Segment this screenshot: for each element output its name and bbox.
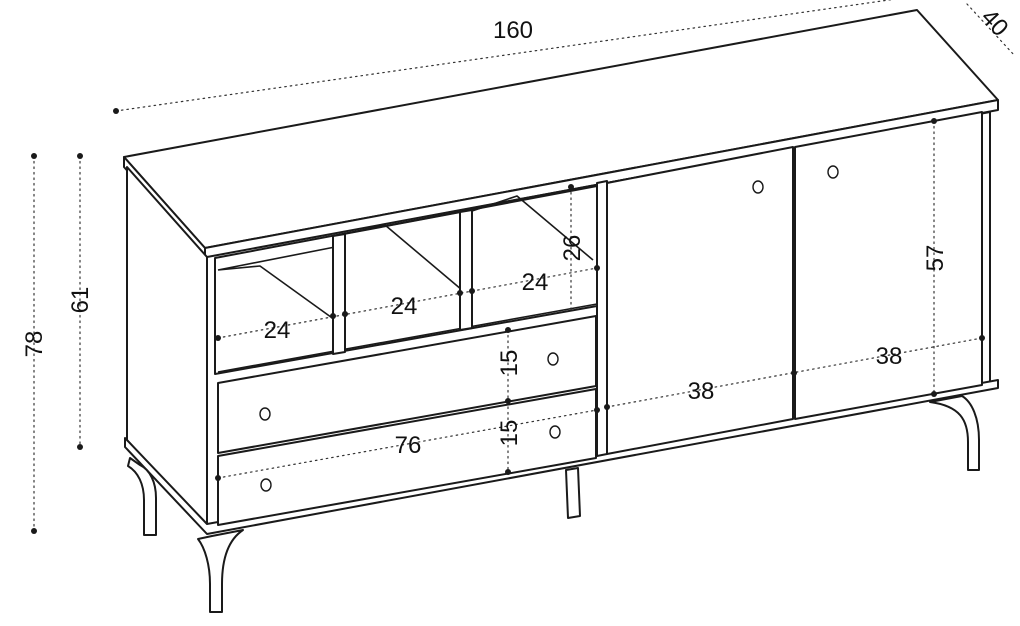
door-width-label-1: 38 <box>688 378 715 405</box>
shelf-width-endpoint-3 <box>342 311 348 317</box>
depth-label: 40 <box>976 4 1014 42</box>
shelf-width-endpoint-6 <box>594 265 600 271</box>
drawer-height-label-2: 15 <box>496 420 523 447</box>
drawer-lower-knob-left <box>260 478 272 492</box>
door-width-endpoint-1 <box>604 404 610 410</box>
width-label: 160 <box>493 17 533 44</box>
drawer-height-label-1: 15 <box>496 350 523 377</box>
total-height-endpoint-top <box>31 153 37 159</box>
leg-mid <box>565 467 581 519</box>
door-height-endpoint-top <box>931 118 937 124</box>
door-width-endpoint-2 <box>791 370 797 376</box>
door-width-label-2: 38 <box>876 343 903 370</box>
width-dimension-endpoint <box>113 108 119 114</box>
drawer-upper-knob-right <box>547 352 559 366</box>
drawer-lower <box>217 388 597 526</box>
door-height-endpoint-bottom <box>931 391 937 397</box>
center-partition <box>596 180 608 457</box>
shelf-width-endpoint-5 <box>469 288 475 294</box>
shelf-height-label: 26 <box>559 235 586 262</box>
drawer-width-endpoint-left <box>215 475 221 481</box>
leg-back-left <box>127 457 157 536</box>
depth-dimension-line <box>966 3 1016 57</box>
drawer-upper-knob-left <box>259 407 271 421</box>
door-left-knob <box>752 180 764 194</box>
body-height-endpoint-top <box>77 153 83 159</box>
shelf-width-endpoint-4 <box>457 290 463 296</box>
shelf-width-label-3: 24 <box>522 269 549 296</box>
drawer-height-endpoint-1 <box>505 327 511 333</box>
leg-front-left <box>197 529 244 613</box>
shelf-back-edges <box>217 195 594 321</box>
dimension-lines <box>31 0 1016 534</box>
body-height-label: 61 <box>67 287 94 314</box>
drawer-width-dimension-line <box>217 409 598 479</box>
shelf-width-endpoint-1 <box>215 335 221 341</box>
shelf-divider-1 <box>332 233 346 355</box>
drawer-height-endpoint-3 <box>505 469 511 475</box>
sideboard-drawing <box>123 9 999 613</box>
door-right <box>794 111 983 420</box>
dimension-labels: 160 40 78 61 57 26 24 24 24 15 15 76 38 … <box>21 4 1013 459</box>
door-height-label: 57 <box>922 245 949 272</box>
door-width-endpoint-3 <box>979 335 985 341</box>
shelf-width-label-2: 24 <box>391 293 418 320</box>
drawer-width-endpoint-right <box>594 407 600 413</box>
shelf-width-endpoint-2 <box>330 313 336 319</box>
total-height-endpoint-bottom <box>31 528 37 534</box>
shelf-width-label-1: 24 <box>264 317 291 344</box>
base-plinth <box>124 379 999 535</box>
drawer-lower-knob-right <box>549 425 561 439</box>
drawer-height-endpoint-2 <box>505 398 511 404</box>
shelf-divider-2 <box>459 209 473 331</box>
shelf-width-dimension-line <box>217 267 598 339</box>
drawer-width-label: 76 <box>395 432 422 459</box>
door-right-knob <box>827 165 839 179</box>
width-dimension-line <box>115 0 893 112</box>
body-height-endpoint-bottom <box>77 444 83 450</box>
shelf-height-endpoint <box>568 184 574 190</box>
door-left <box>606 146 794 455</box>
leg-front-right <box>929 395 980 471</box>
total-height-label: 78 <box>21 331 48 358</box>
